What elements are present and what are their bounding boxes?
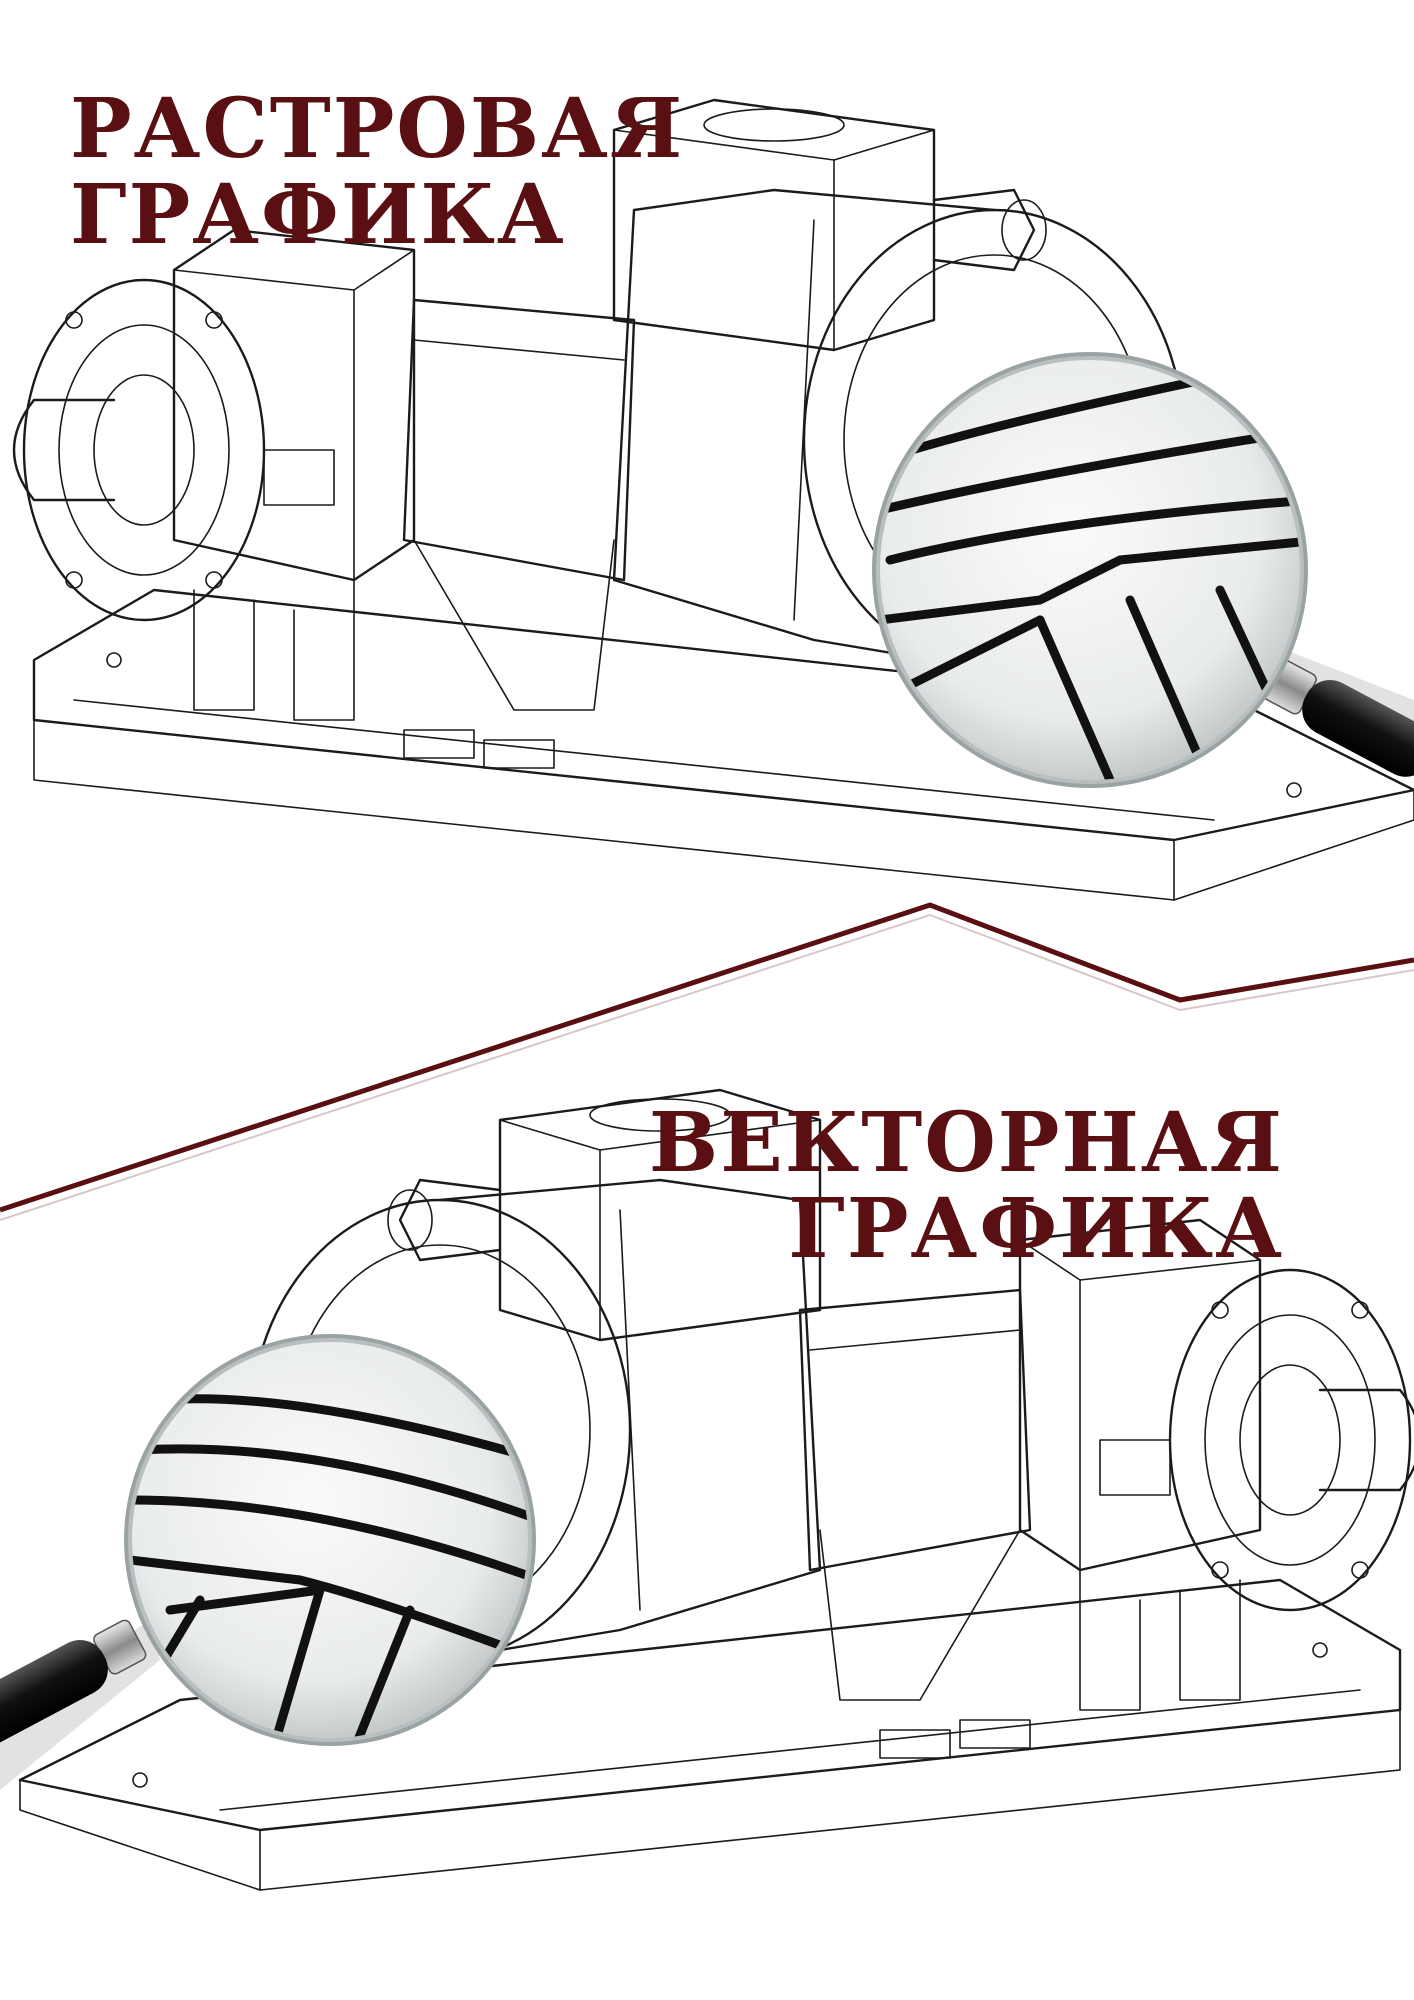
magnifier-icon-top bbox=[872, 352, 1414, 788]
title-raster-line1: РАСТРОВАЯ bbox=[70, 81, 685, 177]
magnifier-icon-bottom bbox=[0, 1334, 536, 1790]
title-raster-line2: ГРАФИКА bbox=[70, 167, 566, 264]
title-raster: РАСТРОВАЯ ГРАФИКА bbox=[70, 86, 684, 258]
zigzag-divider bbox=[0, 902, 1414, 1213]
title-vector-line2: ГРАФИКА bbox=[788, 1181, 1284, 1278]
title-vector: ВЕКТОРНАЯ ГРАФИКА bbox=[649, 1100, 1284, 1272]
title-vector-line1: ВЕКТОРНАЯ bbox=[648, 1095, 1284, 1191]
